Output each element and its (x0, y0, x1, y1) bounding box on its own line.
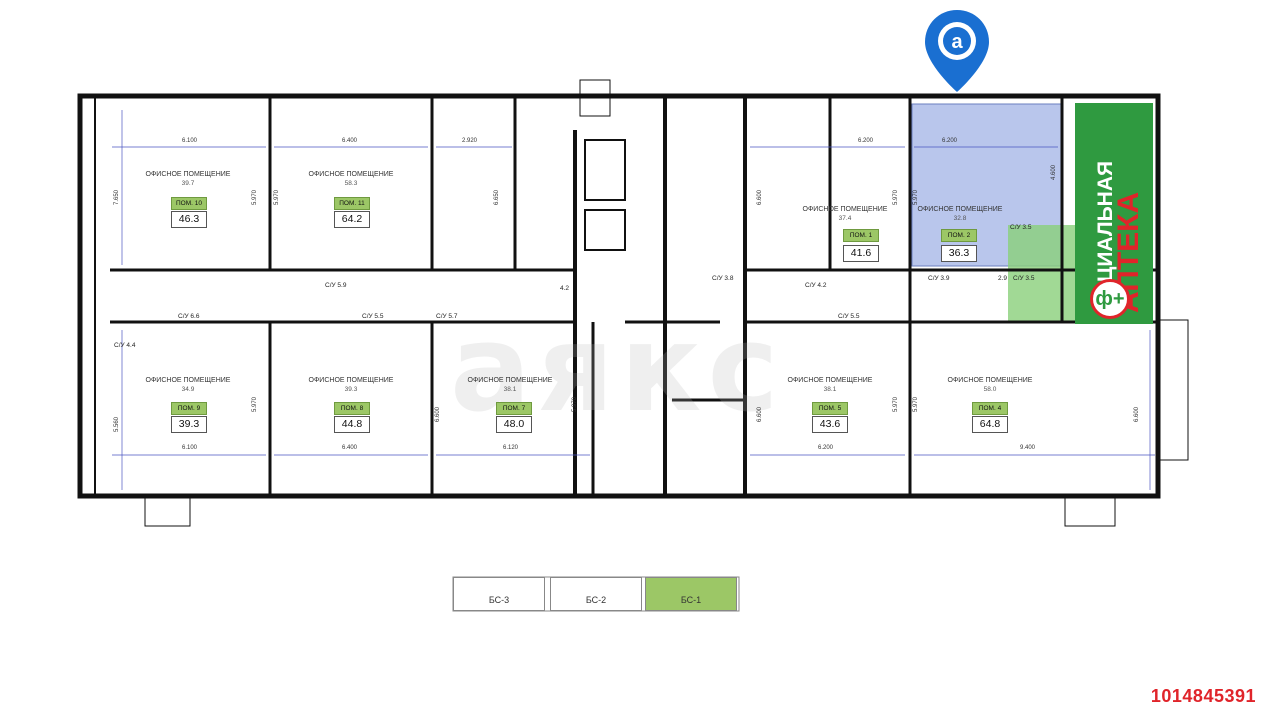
watermark: аякс (450, 300, 785, 439)
wc-label-8: С/У 5.5 (838, 313, 860, 320)
room-1-title: ОФИСНОЕ ПОМЕЩЕНИЕ (802, 206, 888, 213)
dim-v-12: 5.970 (572, 396, 578, 412)
room-5-area[interactable]: 43.6 (812, 416, 848, 433)
wc-label-2: С/У 5.9 (325, 282, 347, 289)
room-9-title: ОФИСНОЕ ПОМЕЩЕНИЕ (145, 377, 231, 384)
room-5-badge: ПОМ. 5 (812, 402, 848, 415)
dim-top-4: 6.200 (858, 138, 874, 144)
dim-bottom-3: 6.120 (503, 445, 519, 451)
wc-label-10: С/У 3.9 (928, 275, 950, 282)
room-9-label: ОФИСНОЕ ПОМЕЩЕНИЕ 34.9 (128, 376, 248, 394)
dim-v-6: 5.970 (893, 189, 899, 205)
dim-bottom-1: 6.100 (182, 445, 198, 451)
room-9-badge: ПОМ. 9 (171, 402, 207, 415)
room-4-area[interactable]: 64.8 (972, 416, 1008, 433)
room-4-badge: ПОМ. 4 (972, 402, 1008, 415)
section-tab-bs2[interactable]: БС-2 (550, 577, 642, 611)
room-9-area[interactable]: 39.3 (171, 416, 207, 433)
room-2-title: ОФИСНОЕ ПОМЕЩЕНИЕ (917, 206, 1003, 213)
room-7-title: ОФИСНОЕ ПОМЕЩЕНИЕ (467, 377, 553, 384)
room-4-label: ОФИСНОЕ ПОМЕЩЕНИЕ 58.0 (930, 376, 1050, 394)
room-2-badge: ПОМ. 2 (941, 229, 977, 242)
dim-top-3: 2.920 (462, 138, 478, 144)
dim-v-11: 6.600 (435, 406, 441, 422)
dim-v-9: 5.560 (114, 416, 120, 432)
dim-v-15: 5.970 (913, 396, 919, 412)
dim-bottom-4: 6.200 (818, 445, 834, 451)
room-5-small-area: 38.1 (823, 386, 837, 393)
location-pin-icon: a (925, 10, 989, 92)
room-2-area[interactable]: 36.3 (941, 245, 977, 262)
dim-top-2: 6.400 (342, 138, 358, 144)
dim-v-10: 5.970 (252, 396, 258, 412)
room-2-label: ОФИСНОЕ ПОМЕЩЕНИЕ 32.8 (900, 205, 1020, 223)
room-11-badge: ПОМ. 11 (334, 197, 370, 210)
wc-label-4: С/У 5.7 (436, 313, 458, 320)
dim-v-7: 5.970 (913, 189, 919, 205)
wc-label-9: С/У 3.5 (1010, 224, 1032, 231)
wc-label-12: 4.2 (560, 285, 570, 292)
dimension-lines (112, 110, 1155, 490)
room-10-badge: ПОМ. 10 (171, 197, 207, 210)
room-11-area[interactable]: 64.2 (334, 211, 370, 228)
room-1-badge: ПОМ. 1 (843, 229, 879, 242)
dim-v-13: 6.600 (757, 406, 763, 422)
room-8-area[interactable]: 44.8 (334, 416, 370, 433)
room-4-small-area: 58.0 (983, 386, 997, 393)
room-8-label: ОФИСНОЕ ПОМЕЩЕНИЕ 39.3 (291, 376, 411, 394)
room-11-small-area: 58.3 (344, 180, 358, 187)
dim-v-8: 4.600 (1051, 164, 1057, 180)
room-11-title: ОФИСНОЕ ПОМЕЩЕНИЕ (308, 171, 394, 178)
section-tab-bs3[interactable]: БС-3 (453, 577, 545, 611)
wc-label-7: С/У 4.2 (805, 282, 827, 289)
svg-text:a: a (951, 31, 963, 53)
wc-label-3: С/У 5.5 (362, 313, 384, 320)
wc-label-11: С/У 3.5 (1013, 275, 1035, 282)
room-10-label: ОФИСНОЕ ПОМЕЩЕНИЕ 39.7 (128, 170, 248, 188)
listing-id: 1014845391 (1150, 686, 1256, 706)
room-10-title: ОФИСНОЕ ПОМЕЩЕНИЕ (145, 171, 231, 178)
dim-v-16: 6.600 (1134, 406, 1140, 422)
room-8-small-area: 39.3 (344, 386, 358, 393)
dim-bottom-5: 9.400 (1020, 445, 1036, 451)
wc-label-6: С/У 3.8 (712, 275, 734, 282)
section-tab-bs1[interactable]: БС-1 (645, 577, 737, 611)
room-4-title: ОФИСНОЕ ПОМЕЩЕНИЕ (947, 377, 1033, 384)
dim-bottom-2: 6.400 (342, 445, 358, 451)
room-11-label: ОФИСНОЕ ПОМЕЩЕНИЕ 58.3 (291, 170, 411, 188)
room-5-label: ОФИСНОЕ ПОМЕЩЕНИЕ 38.1 (770, 376, 890, 394)
room-5-title: ОФИСНОЕ ПОМЕЩЕНИЕ (787, 377, 873, 384)
wc-label-1: С/У 6.6 (178, 313, 200, 320)
room-1-area[interactable]: 41.6 (843, 245, 879, 262)
dim-top-1: 6.100 (182, 138, 198, 144)
pharmacy-zone (1008, 225, 1078, 323)
room-8-title: ОФИСНОЕ ПОМЕЩЕНИЕ (308, 377, 394, 384)
wc-label-13: 2.9 (998, 275, 1008, 282)
room-1-label: ОФИСНОЕ ПОМЕЩЕНИЕ 37.4 (785, 205, 905, 223)
dim-v-14: 5.970 (893, 396, 899, 412)
room-7-small-area: 38.1 (503, 386, 517, 393)
room-10-small-area: 39.7 (181, 180, 195, 187)
dim-v-3: 5.970 (274, 189, 280, 205)
room-9-small-area: 34.9 (181, 386, 195, 393)
room-2-small-area: 32.8 (953, 215, 967, 222)
dim-v-2: 5.970 (252, 189, 258, 205)
dim-v-4: 6.650 (494, 189, 500, 205)
room-10-area[interactable]: 46.3 (171, 211, 207, 228)
pharmacy-logo-icon: ф+ (1090, 279, 1130, 319)
dim-v-5: 6.600 (757, 189, 763, 205)
room-7-area[interactable]: 48.0 (496, 416, 532, 433)
room-8-badge: ПОМ. 8 (334, 402, 370, 415)
dim-top-5: 6.200 (942, 138, 958, 144)
room-7-badge: ПОМ. 7 (496, 402, 532, 415)
room-7-label: ОФИСНОЕ ПОМЕЩЕНИЕ 38.1 (450, 376, 570, 394)
wc-label-5: С/У 4.4 (114, 342, 136, 349)
dim-v-1: 7.650 (114, 189, 120, 205)
room-1-small-area: 37.4 (838, 215, 852, 222)
